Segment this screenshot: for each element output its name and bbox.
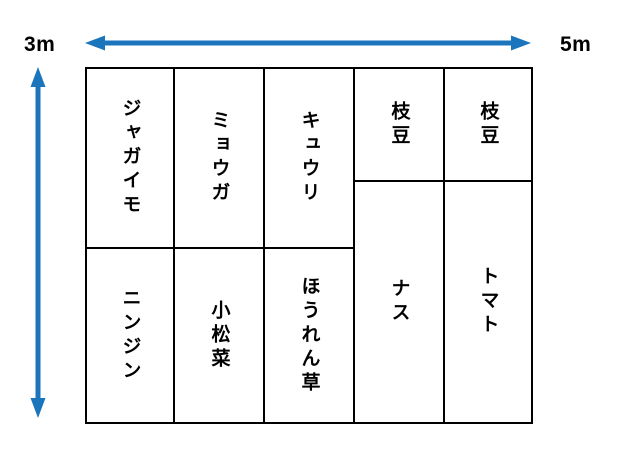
horizontal-arrow-icon [85, 35, 531, 51]
bed-label-tomato: トマト [477, 266, 499, 338]
bed-label-jagaimo: ジャガイモ [119, 98, 141, 218]
bed-label-edamame-2: 枝豆 [477, 100, 499, 149]
bed-label-nasu: ナス [388, 278, 410, 326]
horizontal-dimension-label: 5m [560, 33, 592, 56]
bed-cell-nasu: ナス [355, 182, 445, 422]
bed-label-edamame-1: 枝豆 [388, 100, 410, 149]
bed-label-ninjin: ニンジン [119, 287, 141, 384]
bed-cell-edamame-1: 枝豆 [355, 69, 445, 182]
vertical-dimension-label: 3m [24, 33, 56, 56]
bed-cell-tomato: トマト [445, 182, 531, 422]
bed-cell-myoga: ミョウガ [175, 69, 265, 249]
bed-cell-horenso: ほうれん草 [265, 249, 355, 422]
bed-label-myoga: ミョウガ [208, 110, 230, 206]
bed-label-komatsuna: 小松菜 [208, 299, 230, 372]
bed-cell-edamame-2: 枝豆 [445, 69, 531, 182]
vertical-arrow-icon [30, 67, 46, 418]
bed-label-horenso: ほうれん草 [298, 275, 320, 396]
bed-cell-komatsuna: 小松菜 [175, 249, 265, 422]
bed-cell-kyuri: キュウリ [265, 69, 355, 249]
bed-cell-jagaimo: ジャガイモ [87, 69, 175, 249]
bed-cell-ninjin: ニンジン [87, 249, 175, 422]
plot-grid: ジャガイモ ミョウガ キュウリ 枝豆 枝豆 ニンジン 小松菜 ほうれん草 ナス … [85, 67, 533, 424]
bed-label-kyuri: キュウリ [298, 110, 320, 206]
